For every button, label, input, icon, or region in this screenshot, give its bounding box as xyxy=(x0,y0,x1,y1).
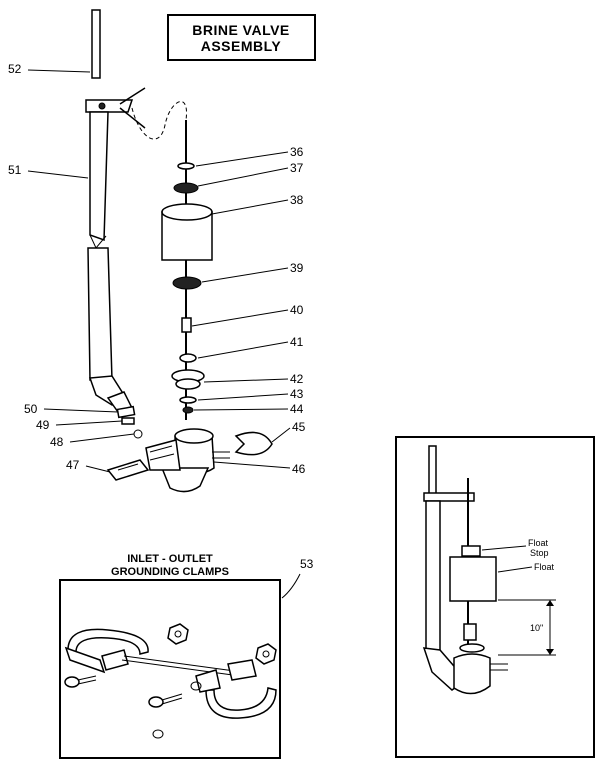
part-52-rod xyxy=(91,9,101,79)
callouts: 52 51 36 37 38 39 40 41 42 43 44 45 46 4… xyxy=(8,62,306,476)
inset-float-stop-label-1: Float xyxy=(528,538,549,548)
callout-48: 48 xyxy=(50,435,64,449)
part-36-washer xyxy=(177,162,195,170)
callout-41: 41 xyxy=(290,335,304,349)
brine-valve-exploded-view xyxy=(85,9,273,493)
callout-53: 53 xyxy=(300,557,314,571)
callout-52: 52 xyxy=(8,62,22,76)
callout-50: 50 xyxy=(24,402,38,416)
callout-46: 46 xyxy=(292,462,306,476)
screw-1 xyxy=(64,676,80,688)
part-37-nut xyxy=(173,182,199,194)
inset-float-stop-label-2: Stop xyxy=(530,548,549,558)
inset-float-label: Float xyxy=(534,562,555,572)
nut-1 xyxy=(167,623,189,645)
inset-float-stop xyxy=(461,545,481,557)
callout-43: 43 xyxy=(290,387,304,401)
part-43 xyxy=(179,396,197,404)
grounding-clamps-panel: INLET - OUTLET GROUNDING CLAMPS 53 xyxy=(59,553,314,759)
inset-float xyxy=(449,556,497,602)
title-line-1: BRINE VALVE xyxy=(192,22,290,38)
callout-51: 51 xyxy=(8,163,22,177)
inset-dimension: 10" xyxy=(530,623,543,633)
part-39-nut xyxy=(172,276,202,290)
callout-36: 36 xyxy=(290,145,304,159)
title-line-2: ASSEMBLY xyxy=(201,38,282,54)
part-50 xyxy=(116,405,136,419)
clamp-right xyxy=(205,687,277,719)
screw-2 xyxy=(148,696,164,708)
callout-49: 49 xyxy=(36,418,50,432)
part-45-clip xyxy=(234,431,273,456)
callout-45: 45 xyxy=(292,420,306,434)
callout-38: 38 xyxy=(290,193,304,207)
part-40-pin xyxy=(181,317,192,333)
part-51-tube-upper xyxy=(89,111,109,242)
callout-40: 40 xyxy=(290,303,304,317)
callout-39: 39 xyxy=(290,261,304,275)
nut-2 xyxy=(255,643,277,665)
washer-1 xyxy=(152,729,164,739)
callout-37: 37 xyxy=(290,161,304,175)
clamps-title-line-2: GROUNDING CLAMPS xyxy=(111,566,229,578)
part-49 xyxy=(121,417,135,425)
washer-2 xyxy=(190,681,202,691)
clamp-left xyxy=(67,628,149,655)
title-box: BRINE VALVE ASSEMBLY xyxy=(167,14,316,61)
part-41 xyxy=(179,353,197,363)
part-48 xyxy=(133,429,143,439)
callout-44: 44 xyxy=(290,402,304,416)
rod-bracket xyxy=(85,99,134,113)
float-setting-inset: 10" Float Stop Float xyxy=(395,436,595,758)
clamps-title-line-1: INLET - OUTLET xyxy=(127,553,213,565)
callout-47: 47 xyxy=(66,458,80,472)
callout-42: 42 xyxy=(290,372,304,386)
part-51-tube-lower xyxy=(87,247,113,381)
part-44 xyxy=(182,406,194,414)
part-47-clip xyxy=(106,459,150,481)
